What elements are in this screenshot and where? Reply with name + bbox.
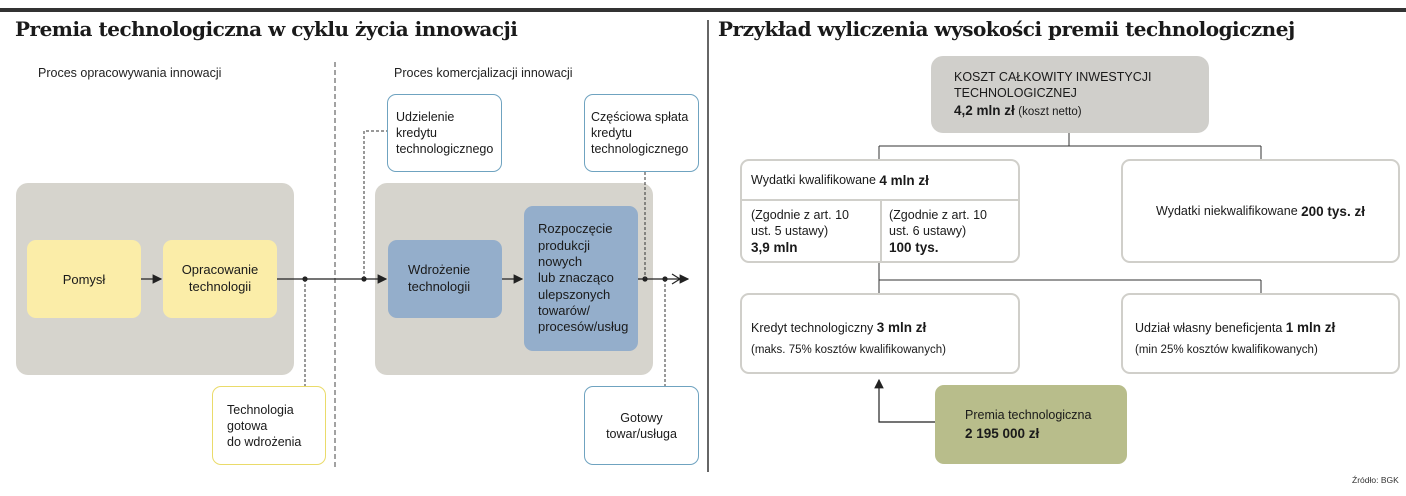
production-start-box: Rozpoczęcie produkcji nowych lub znacząc… (524, 206, 638, 351)
qualified-sub-a: (Zgodnie z art. 10 ust. 5 ustawy) 3,9 ml… (751, 208, 849, 255)
tech-credit-box: Kredyt technologiczny 3 mln zł (maks. 75… (740, 293, 1020, 374)
technology-development-box: Opracowanie technologii (163, 240, 277, 318)
finished-product-box: Gotowy towar/usługa (584, 386, 699, 465)
qualified-sub-b: (Zgodnie z art. 10 ust. 6 ustawy) 100 ty… (889, 208, 987, 255)
phase-commercialization-label: Proces komercjalizacji innowacji (394, 66, 573, 80)
left-panel-title: Premia technologiczna w cyklu życia inno… (15, 17, 518, 41)
source-note: Źródło: BGK (1352, 475, 1399, 485)
qualified-expenses-box: Wydatki kwalifikowane 4 mln zł (Zgodnie … (740, 159, 1020, 263)
idea-label: Pomysł (62, 271, 106, 287)
phase-development-label: Proces opracowywania innowacji (38, 66, 222, 80)
top-rule (0, 8, 1406, 12)
right-panel-title: Przykład wyliczenia wysokości premii tec… (718, 17, 1295, 41)
implementation-box: Wdrożenie technologii (388, 240, 502, 318)
own-contribution-box: Udział własny beneficjenta 1 mln zł (min… (1121, 293, 1400, 374)
partial-repayment-box: Częściowa spłata kredytu technologiczneg… (584, 94, 699, 172)
arrow-premium-to-credit (874, 378, 935, 423)
non-qualified-expenses-box: Wydatki niekwalifikowane 200 tys. zł (1121, 159, 1400, 263)
credit-granted-box: Udzielenie kredytu technologicznego (387, 94, 502, 172)
total-cost-box: KOSZT CAŁKOWITY INWESTYCJI TECHNOLOGICZN… (931, 56, 1209, 133)
tech-premium-box: Premia technologiczna 2 195 000 zł (935, 385, 1127, 464)
idea-box: Pomysł (27, 240, 141, 318)
technology-ready-box: Technologia gotowa do wdrożenia (212, 386, 326, 465)
